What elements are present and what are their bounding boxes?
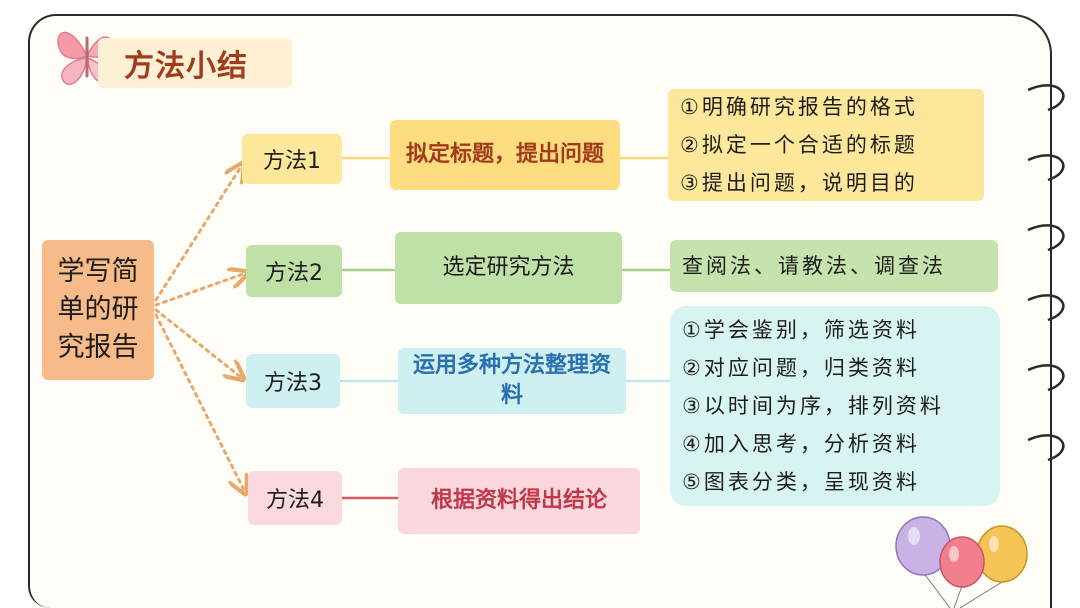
method2-topic: 选定研究方法 <box>395 232 622 304</box>
balloons-icon <box>895 516 1028 608</box>
method4-node: 方法4 <box>248 471 342 525</box>
root-node: 学写简单的研究报告 <box>42 240 154 380</box>
section-title: 方法小结 <box>124 49 248 84</box>
section-title-box: 方法小结 <box>98 38 292 88</box>
notebook-rings-icon <box>1027 84 1065 462</box>
method3-topic-text: 运用多种方法整理资料 <box>412 353 611 408</box>
method1-details: ①明确研究报告的格式 ②拟定一个合适的标题 ③提出问题，说明目的 <box>668 89 984 201</box>
method2-detail-1: 查阅法、请教法、调查法 <box>682 254 946 278</box>
method3-detail-3: ③以时间为序，排列资料 <box>682 394 944 418</box>
method2-label: 方法2 <box>265 261 323 286</box>
method3-detail-5: ⑤图表分类，呈现资料 <box>682 470 920 494</box>
method3-topic: 运用多种方法整理资料 <box>398 348 626 414</box>
method4-topic: 根据资料得出结论 <box>398 468 640 534</box>
method1-detail-2: ②拟定一个合适的标题 <box>680 133 918 157</box>
method3-details: ①学会鉴别，筛选资料 ②对应问题，归类资料 ③以时间为序，排列资料 ④加入思考，… <box>670 306 1000 506</box>
method2-details: 查阅法、请教法、调查法 <box>670 240 998 292</box>
method1-detail-1: ①明确研究报告的格式 <box>680 95 918 119</box>
method1-detail-3: ③提出问题，说明目的 <box>680 171 918 195</box>
method2-topic-text: 选定研究方法 <box>442 255 575 280</box>
method1-topic-text: 拟定标题，提出问题 <box>405 142 604 167</box>
method3-detail-2: ②对应问题，归类资料 <box>682 356 920 380</box>
method3-label: 方法3 <box>264 371 322 396</box>
method1-topic: 拟定标题，提出问题 <box>390 120 620 190</box>
method4-label: 方法4 <box>266 488 324 513</box>
method2-node: 方法2 <box>246 245 342 297</box>
method3-detail-4: ④加入思考，分析资料 <box>682 432 920 456</box>
method1-node: 方法1 <box>242 134 342 184</box>
method3-node: 方法3 <box>246 354 340 408</box>
method4-topic-text: 根据资料得出结论 <box>430 488 607 513</box>
method1-label: 方法1 <box>263 149 321 174</box>
method3-detail-1: ①学会鉴别，筛选资料 <box>682 318 920 342</box>
